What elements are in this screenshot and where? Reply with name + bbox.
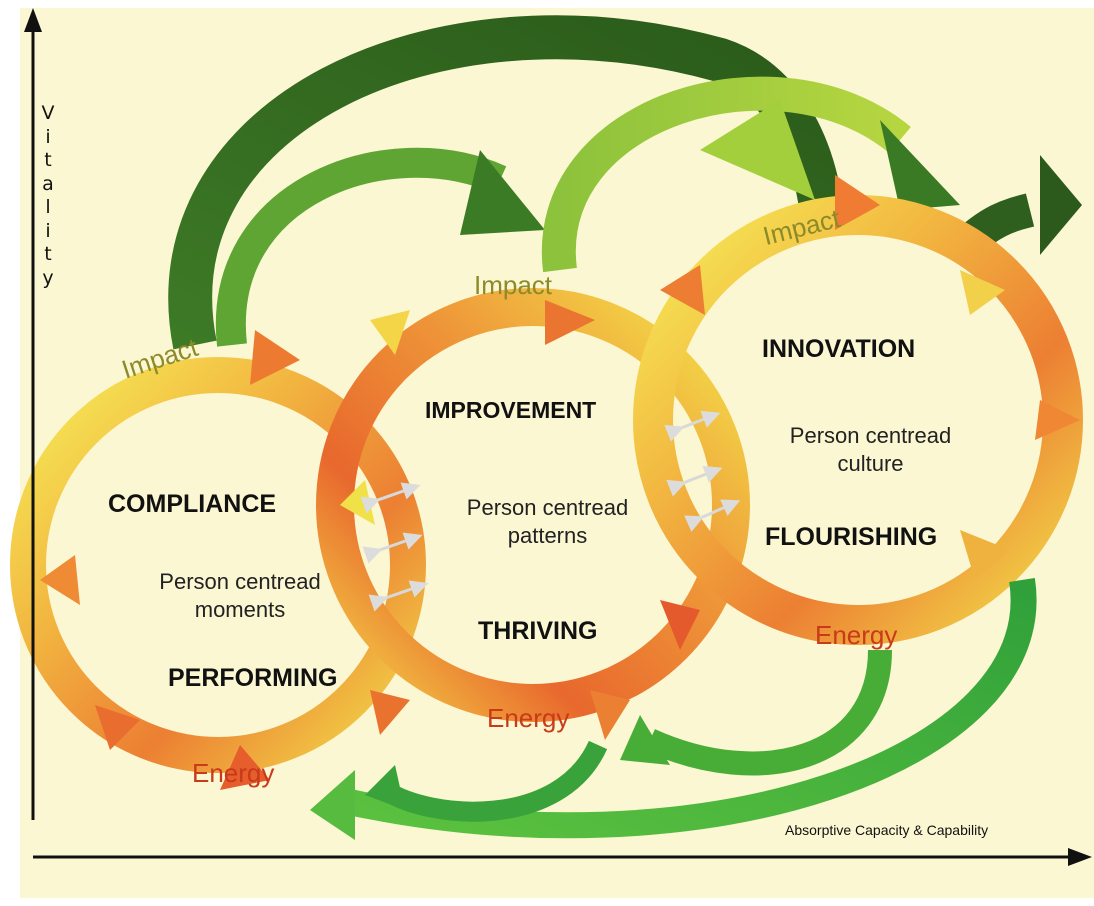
y-axis-letter: l bbox=[45, 196, 51, 218]
stage-title-performing: PERFORMING bbox=[168, 664, 338, 692]
stage-title-compliance: COMPLIANCE bbox=[108, 490, 277, 518]
energy-label-improvement: Energy bbox=[487, 703, 570, 733]
description-improvement-line2: patterns bbox=[507, 523, 588, 548]
y-axis-letter: t bbox=[44, 243, 52, 265]
y-axis-letter: y bbox=[42, 266, 54, 289]
cycle-ring-compliance bbox=[10, 330, 426, 790]
description-compliance-line2: moments bbox=[194, 597, 286, 622]
description-compliance-line1: Person centread bbox=[159, 569, 321, 594]
description-improvement-line1: Person centread bbox=[466, 495, 629, 520]
y-axis-letter: V bbox=[41, 102, 55, 124]
axes bbox=[24, 8, 1092, 866]
exchange-arrows bbox=[360, 410, 741, 612]
cycle-ring-innovation bbox=[633, 175, 1083, 650]
y-axis-letter: i bbox=[45, 219, 51, 242]
stage-title-flourishing: FLOURISHING bbox=[765, 523, 938, 551]
stage-title-thriving: THRIVING bbox=[478, 617, 598, 645]
energy-label-compliance: Energy bbox=[192, 758, 275, 788]
y-axis-letter: i bbox=[45, 125, 51, 148]
x-axis-label: Absorptive Capacity & Capability bbox=[785, 822, 989, 838]
feedback-arrows-front bbox=[310, 578, 1037, 840]
description-innovation-line1: Person centread bbox=[789, 423, 952, 448]
stage-title-innovation: INNOVATION bbox=[762, 335, 916, 363]
feedback-arrows-back bbox=[168, 15, 1082, 350]
y-axis-letter: t bbox=[44, 149, 52, 171]
description-innovation: Person centread culture bbox=[768, 422, 973, 478]
impact-label-improvement: Impact bbox=[474, 270, 553, 300]
description-innovation-line2: culture bbox=[837, 451, 904, 476]
energy-label-innovation: Energy bbox=[815, 620, 898, 650]
description-compliance: Person centread moments bbox=[140, 568, 340, 624]
stage-title-improvement: IMPROVEMENT bbox=[425, 397, 597, 423]
description-improvement: Person centread patterns bbox=[445, 494, 650, 550]
y-axis-letter: a bbox=[42, 172, 54, 195]
